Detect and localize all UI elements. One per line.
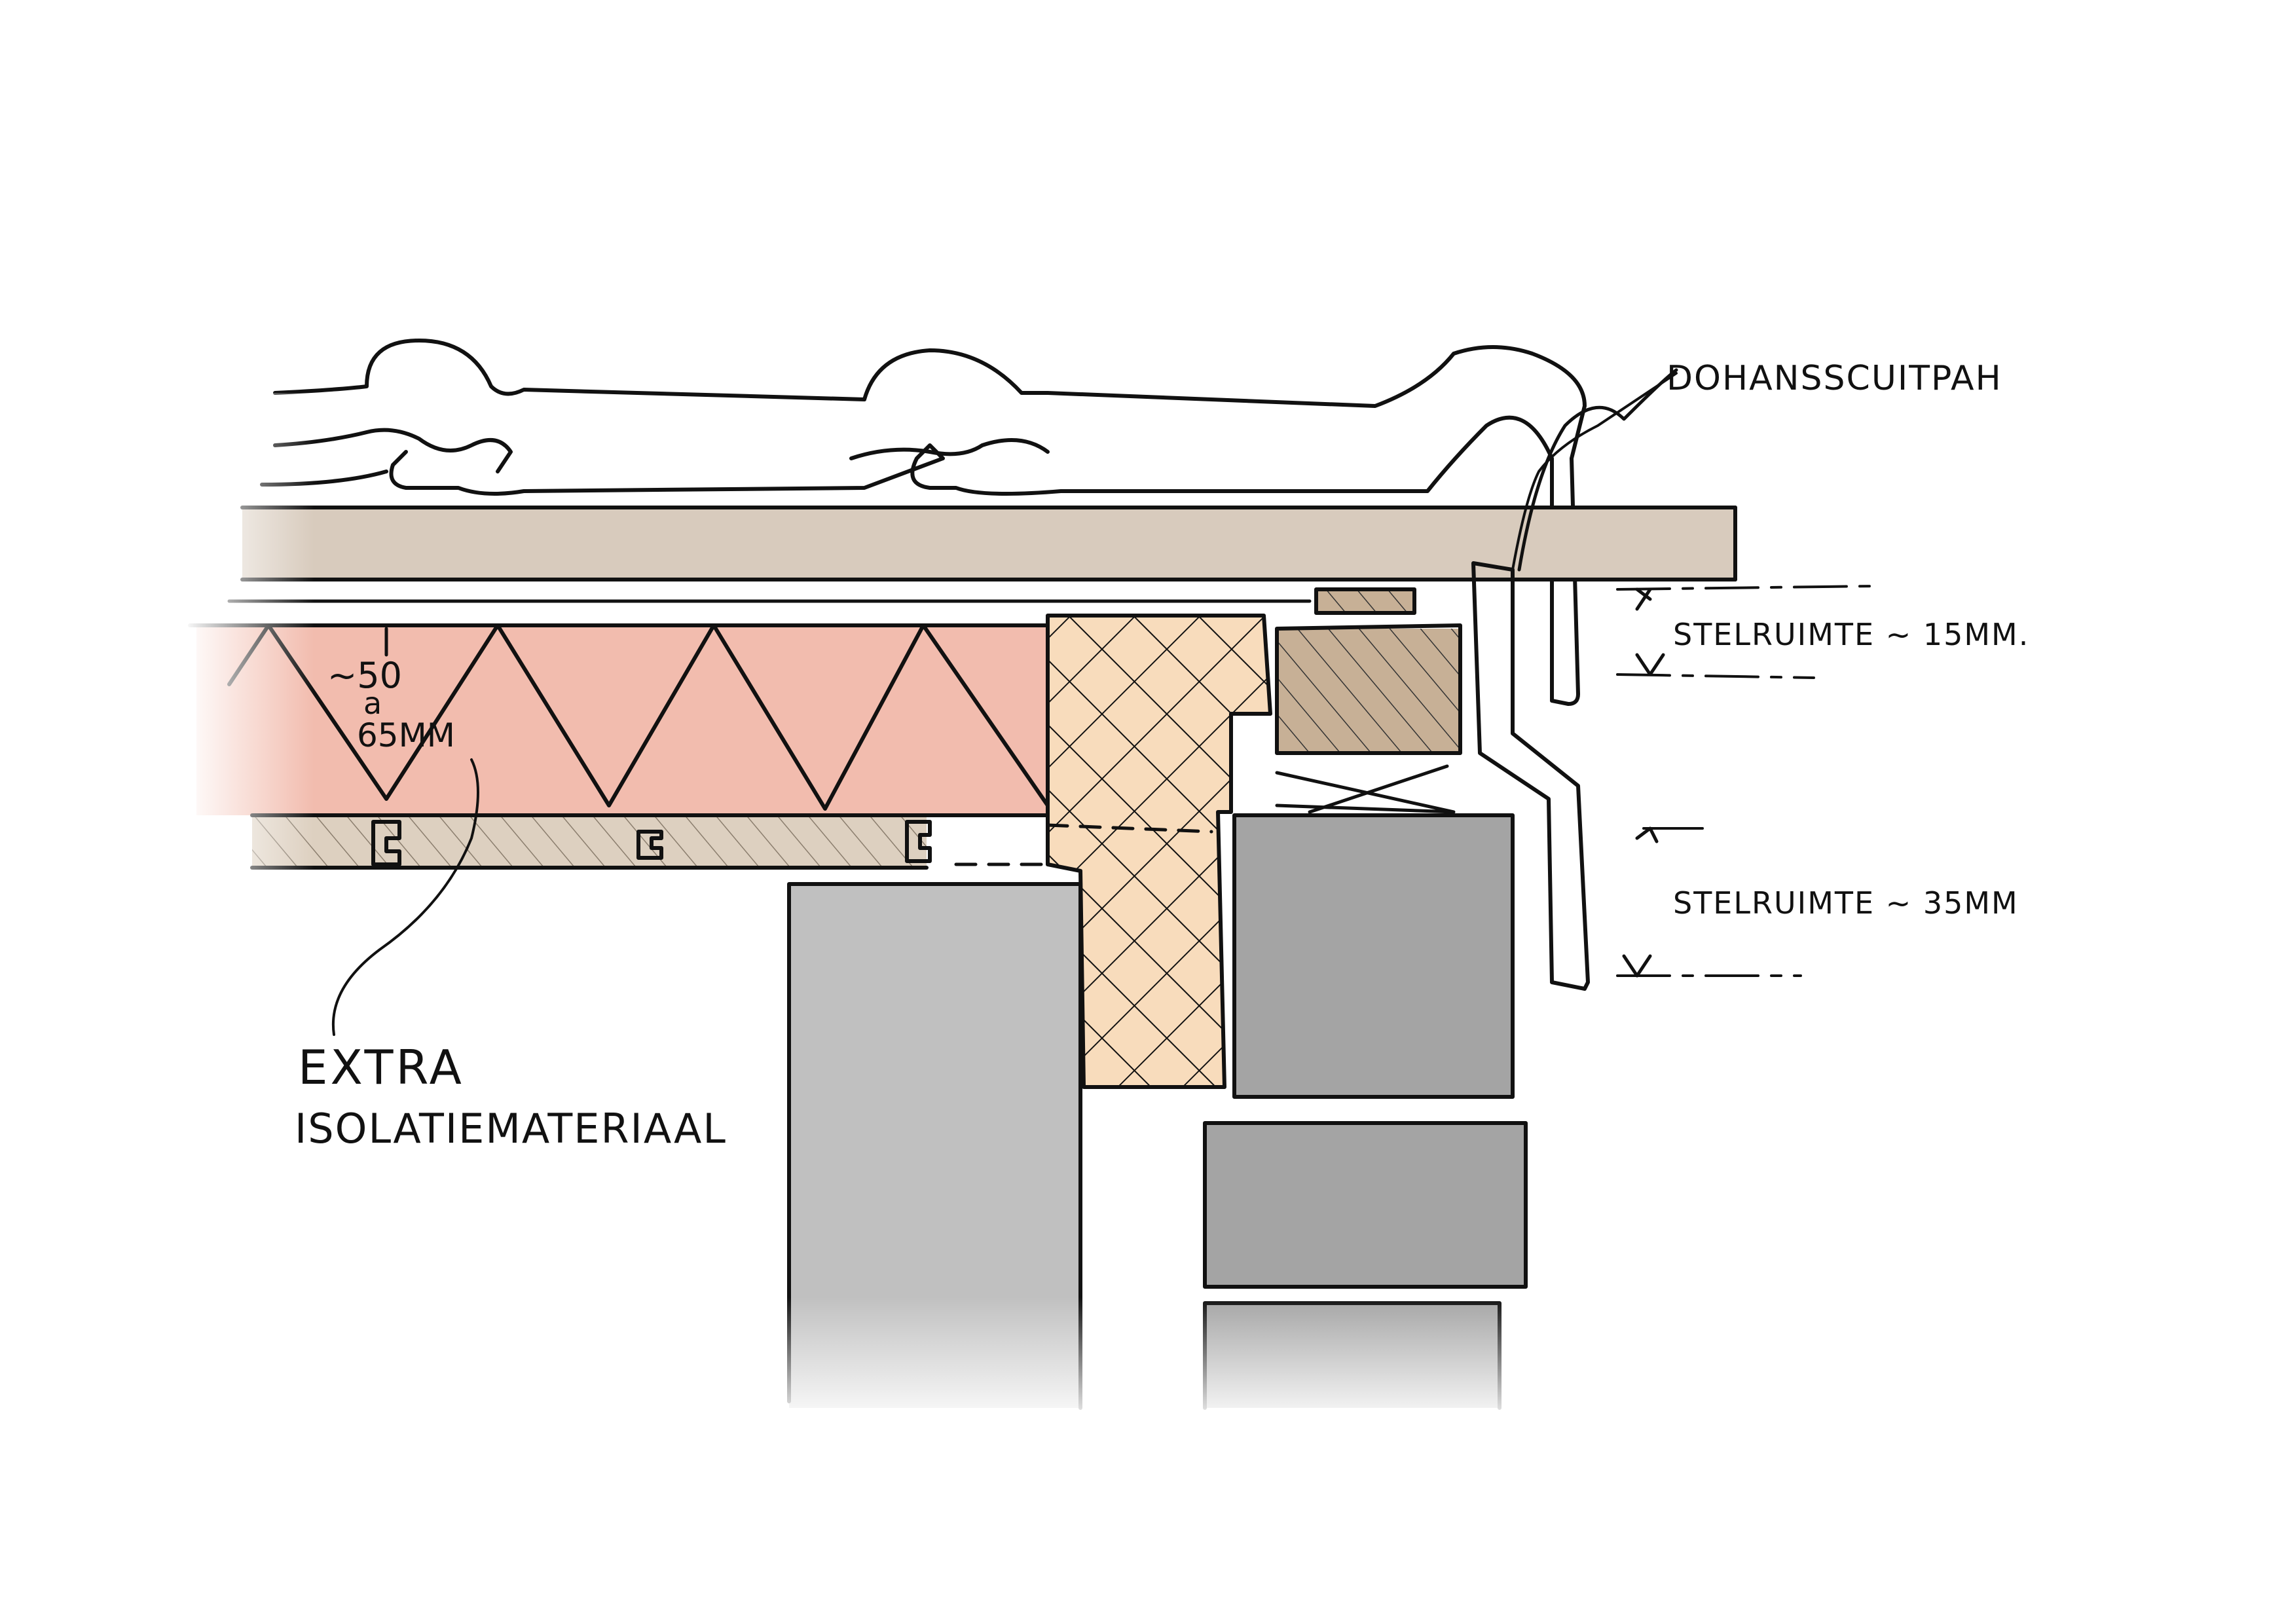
brick-2 (1205, 1123, 1526, 1287)
leader-extra-insulation (331, 758, 479, 1036)
gutter-profile (1471, 561, 1590, 991)
label-gutter: DOHANSSCUITPAH (1667, 359, 2002, 398)
label-extra: EXTRA (298, 1040, 464, 1095)
leader-gutter (1511, 372, 1678, 571)
ceiling-boards (250, 813, 1063, 870)
label-adjust-top: STELRUIMTE ~ 15MM. (1673, 617, 2029, 652)
wall-insulation (1046, 614, 1272, 1089)
label-insulation-thickness-2: a (363, 686, 382, 721)
brick-1 (1234, 815, 1513, 1097)
label-insulation-thickness-1: ~50 (327, 655, 402, 696)
gutter (1471, 368, 1678, 991)
roof-tile-1 (273, 339, 1587, 706)
underlay-board (242, 507, 1735, 580)
roof-tile-2 (273, 428, 513, 473)
roof-underlay-board (227, 506, 1737, 603)
label-insulation-material: ISOLATIEMATERIAAL (295, 1105, 727, 1153)
timber-plates (1275, 587, 1462, 814)
label-adjust-bottom: STELRUIMTE ~ 35MM (1673, 885, 2019, 921)
label-insulation-thickness-3: 65MM (357, 716, 455, 754)
roof-insulation (188, 623, 1063, 815)
dimension-marks (1616, 585, 1874, 978)
